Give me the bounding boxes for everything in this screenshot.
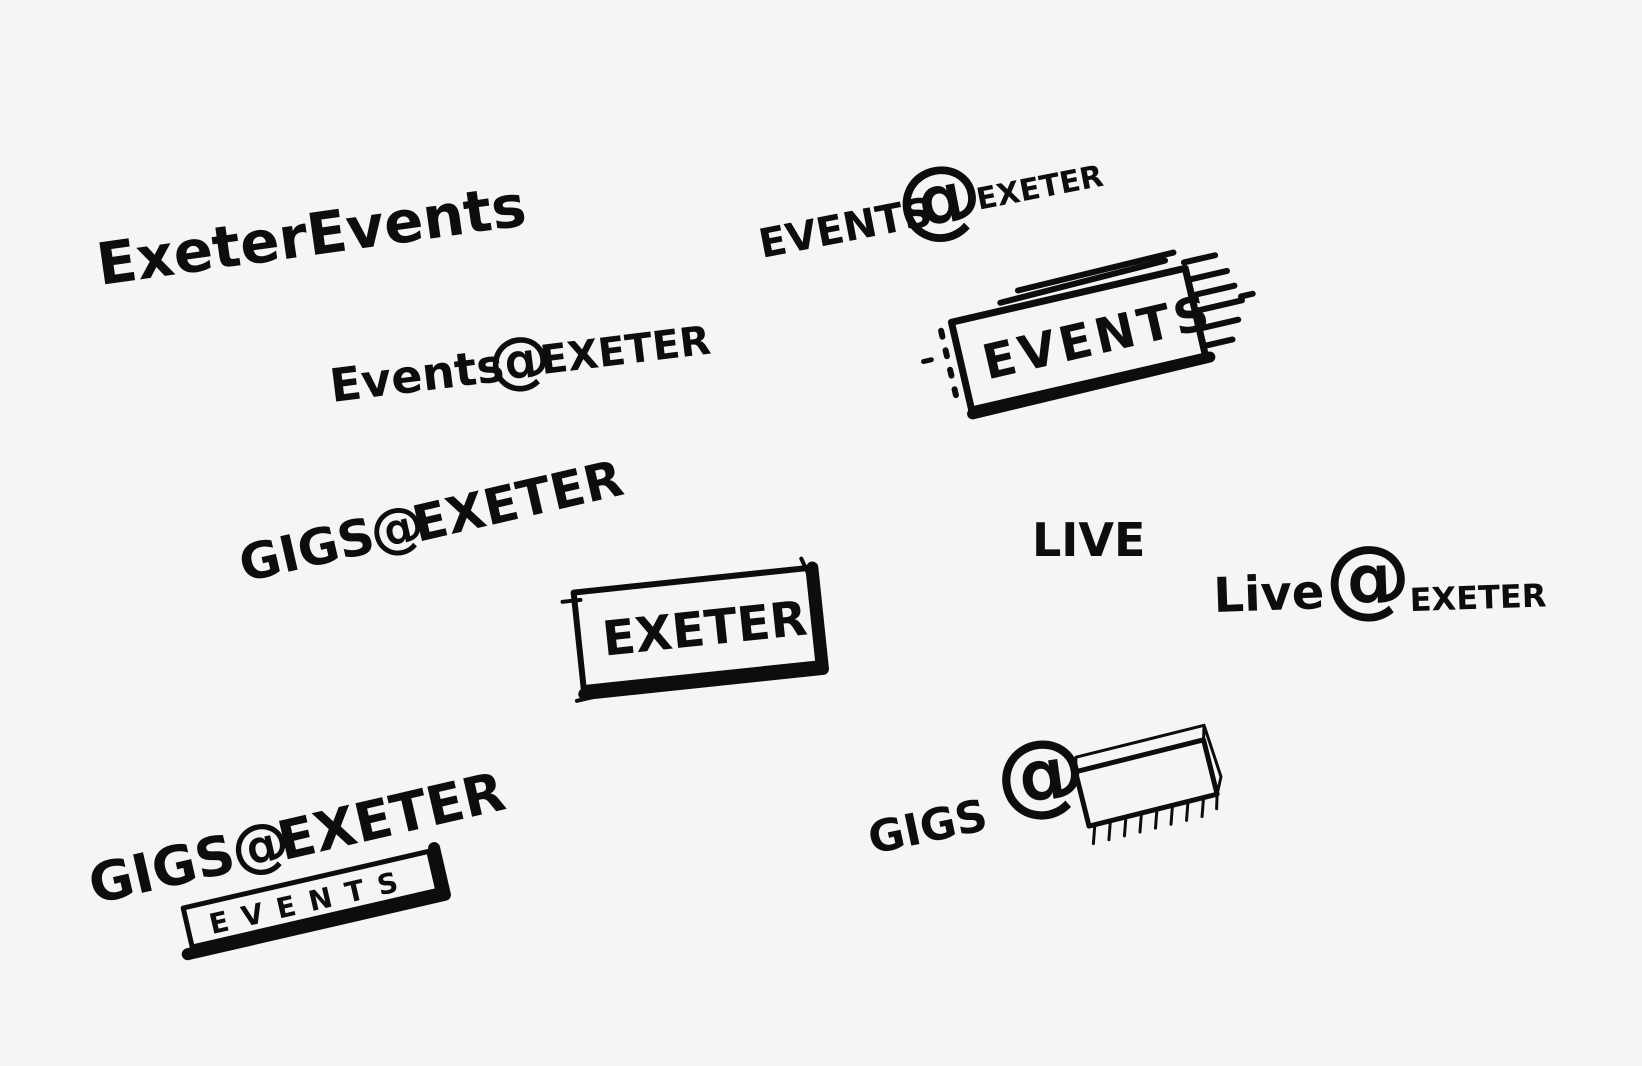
logo-gigs-at-exeter-events: GIGS @ EXETER EVENTS — [83, 760, 511, 961]
at-symbol: @ — [1323, 526, 1412, 629]
at-symbol: @ — [887, 141, 991, 256]
box-depth — [1073, 723, 1223, 796]
box-frame — [1072, 737, 1220, 829]
logo-exeter-box: EXETER — [560, 556, 829, 703]
placeholder-box — [1072, 723, 1223, 846]
gigs-text: GIGS — [864, 790, 992, 865]
exeter-text: EXETER — [600, 591, 810, 668]
exeter-text: EXETER — [974, 159, 1107, 218]
ticket-mark — [921, 357, 934, 365]
banner-shadow — [181, 842, 451, 961]
exeter-text: EXETER — [272, 760, 511, 873]
exeter-text: EXETER — [538, 318, 713, 384]
ticket-shadow — [967, 351, 1216, 420]
events-text: Events — [327, 338, 507, 413]
logo-gigs-at-exeter: GIGS @ EXETER — [234, 449, 629, 594]
at-symbol: @ — [484, 319, 554, 399]
logo-events-at-exeter-small: EVENTS @ EXETER — [755, 141, 1107, 268]
exeter-text: EXETER — [1409, 576, 1547, 619]
gigs-text: GIGS — [234, 506, 380, 593]
logo-events-at-exeter: Events @ EXETER — [327, 318, 713, 413]
ticket-perforation — [938, 327, 963, 412]
box-sketch-marks — [560, 556, 812, 703]
exeterevents-text: ExeterEvents — [92, 171, 530, 299]
logo-exeterevents: ExeterEvents — [92, 171, 530, 299]
logo-events-ticket: EVENTS — [921, 249, 1256, 420]
logo-gigs-at-box: GIGS @ — [864, 715, 1223, 865]
box-shadow — [578, 561, 829, 701]
box-hatching — [1091, 792, 1219, 846]
live-text: LIVE — [1032, 513, 1145, 567]
logo-live-at-exeter: Live @ EXETER — [1212, 526, 1547, 629]
logo-live: LIVE — [1032, 513, 1145, 567]
ticket-speed-lines — [997, 249, 1256, 349]
live-text: Live — [1212, 564, 1325, 624]
exeter-text: EXETER — [407, 449, 628, 554]
